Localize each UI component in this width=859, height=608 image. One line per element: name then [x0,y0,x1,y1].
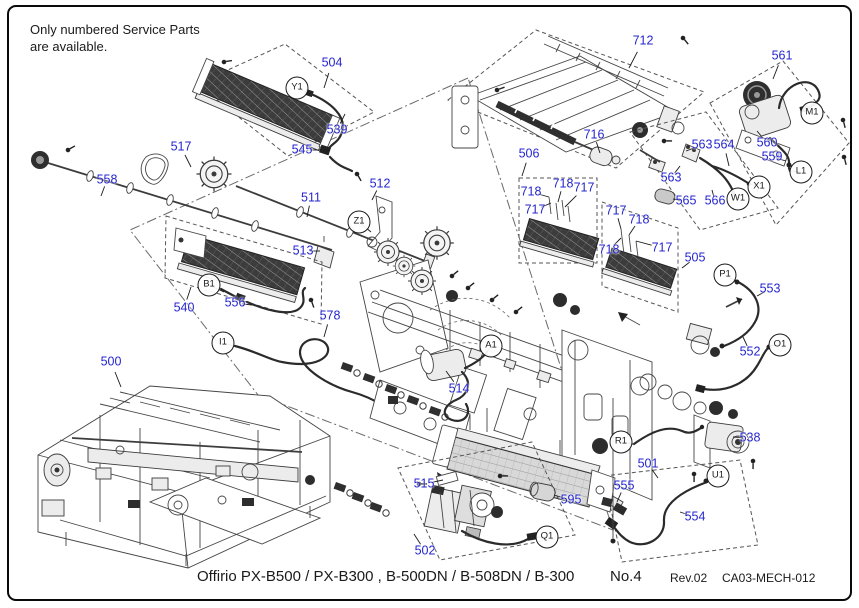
part-label-540-8: 540 [173,300,195,315]
footer-sheet-number: No.4 [610,568,642,585]
footer-model-names: Offirio PX-B500 / PX-B300 , B-500DN / B-… [197,568,575,585]
part-label-513-7: 513 [292,243,314,258]
part-label-553-21: 553 [759,281,781,296]
part-label-565-31: 565 [675,193,697,208]
rear-guide-595-art [432,398,616,544]
boxes-505-506-art [518,177,679,313]
part-label-545-2: 545 [291,142,313,157]
printer-500-art [37,385,331,569]
part-label-558-4: 558 [96,172,118,187]
part-label-717-41: 717 [651,240,673,255]
part-label-563-26: 563 [691,137,713,152]
part-label-717-37: 717 [573,180,595,195]
part-label-505-22: 505 [684,250,706,265]
pump-502-art [397,441,576,561]
cable-539-art [304,88,365,182]
part-label-595-15: 595 [560,492,582,507]
part-label-554-18: 554 [684,509,706,524]
box-501-cable-554-art [603,459,759,563]
part-label-578-10: 578 [319,308,341,323]
connector-label-Y1: Y1 [285,76,309,100]
connector-label-Z1: Z1 [347,210,371,234]
connector-label-P1: P1 [713,263,737,287]
note-line-2: are available. [30,38,108,54]
connector-label-L1: L1 [789,160,813,184]
motor-cluster-right-art [632,279,772,483]
part-label-561-33: 561 [771,48,793,63]
footer-document-code: CA03-MECH-012 [722,571,816,585]
note-line-1: Only numbered Service Parts [30,22,200,37]
connector-label-U1: U1 [706,464,730,488]
part-label-506-25: 506 [518,146,540,161]
tray-540-art [164,215,323,325]
connector-label-I1: I1 [211,331,235,355]
part-label-515-13: 515 [413,476,435,491]
part-label-564-27: 564 [713,137,735,152]
part-label-504-0: 504 [321,55,343,70]
part-label-517-3: 517 [170,139,192,154]
part-label-502-14: 502 [414,543,436,558]
part-label-512-6: 512 [369,176,391,191]
connector-label-Q1: Q1 [535,525,559,549]
connector-label-W1: W1 [726,187,750,211]
part-label-566-32: 566 [704,193,726,208]
part-label-718-40: 718 [598,242,620,257]
part-label-555-16: 555 [613,478,635,493]
part-label-718-34: 718 [520,184,542,199]
part-label-717-38: 717 [605,203,627,218]
part-label-717-35: 717 [524,202,546,217]
part-label-539-1: 539 [326,122,348,137]
connector-label-R1: R1 [609,430,633,454]
part-label-563-30: 563 [660,170,682,185]
tray-504-art [191,43,375,157]
shaft-558-art [31,142,333,251]
footer-revision: Rev.02 [670,571,708,585]
connector-label-M1: M1 [800,101,824,125]
part-label-718-39: 718 [628,212,650,227]
note: Only numbered Service Parts are availabl… [30,22,200,56]
part-label-538-19: 538 [739,430,761,445]
part-label-514-12: 514 [448,381,470,396]
unit-712-art [447,29,705,169]
connector-label-X1: X1 [747,175,771,199]
cable-556-art [219,286,319,314]
central-chassis-art [333,225,653,517]
roller-716-art [495,100,621,167]
part-label-559-29: 559 [761,149,783,164]
part-label-556-9: 556 [224,295,246,310]
connector-label-A1: A1 [479,334,503,358]
part-label-560-28: 560 [756,135,778,150]
part-label-716-24: 716 [583,127,605,142]
part-label-718-36: 718 [552,176,574,191]
part-label-500-11: 500 [100,354,122,369]
part-label-511-5: 511 [301,190,321,205]
part-label-501-17: 501 [637,456,659,471]
connector-label-B1: B1 [197,273,221,297]
connector-label-O1: O1 [768,333,792,357]
part-label-552-20: 552 [739,344,761,359]
belt-517-pulley-art [140,153,233,193]
part-label-712-23: 712 [632,33,654,48]
